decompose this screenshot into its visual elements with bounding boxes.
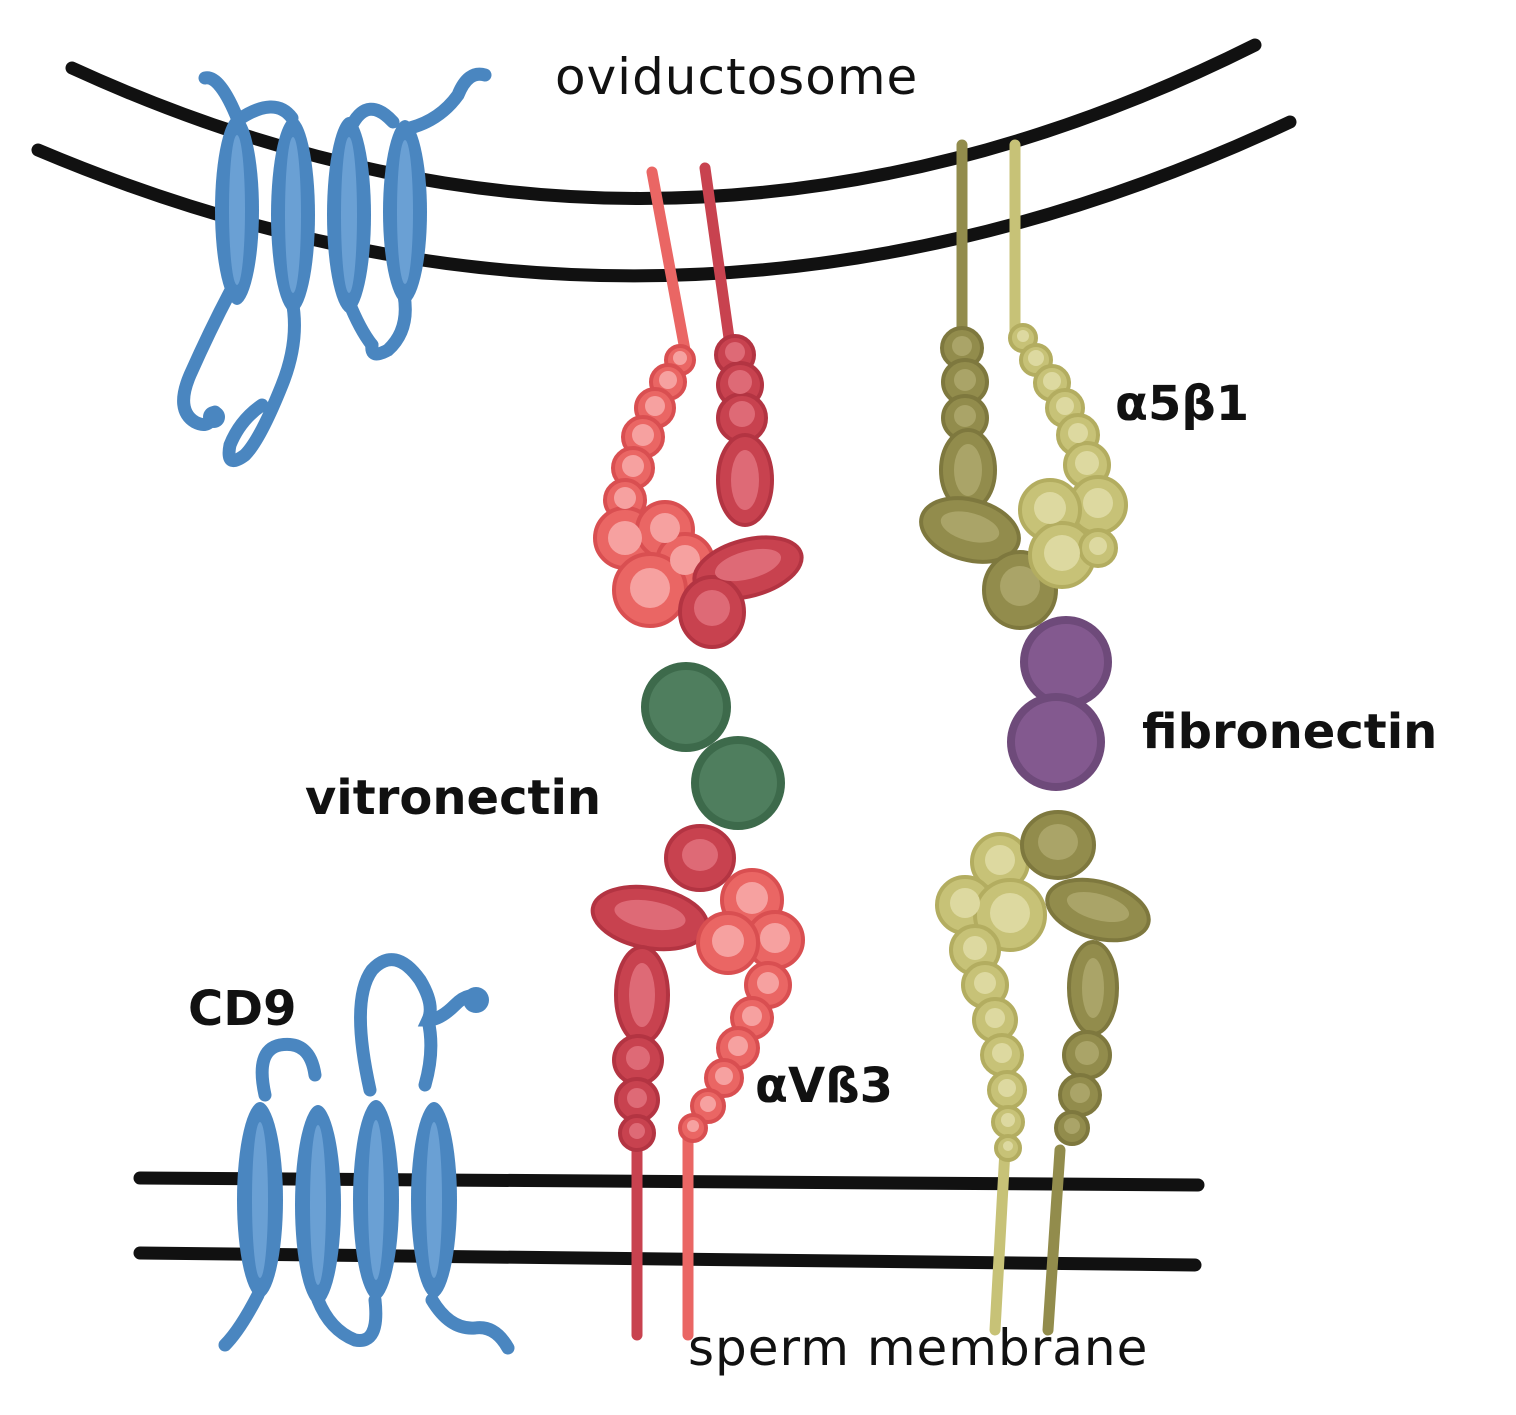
sperm-membrane-label: sperm membrane (688, 1319, 1149, 1377)
avb3-label: αVß3 (755, 1058, 894, 1114)
fibronectin-label: fibronectin (1142, 704, 1438, 760)
a5b1-integrin-top (919, 139, 1128, 630)
vitronectin-label: vitronectin (305, 770, 602, 826)
vitronectin-ligand (641, 662, 785, 830)
avb3-integrin-bottom (590, 824, 805, 1341)
fibronectin-ligand (1007, 616, 1112, 791)
cd9-oviductosome (177, 67, 492, 467)
avb3-integrin-top (593, 162, 804, 649)
cd9-label: CD9 (188, 981, 297, 1037)
oviductosome-label: oviductosome (555, 48, 919, 106)
a5b1-label: α5β1 (1115, 376, 1250, 432)
a5b1-integrin-bottom (935, 810, 1151, 1336)
cd9-sperm (218, 953, 515, 1355)
